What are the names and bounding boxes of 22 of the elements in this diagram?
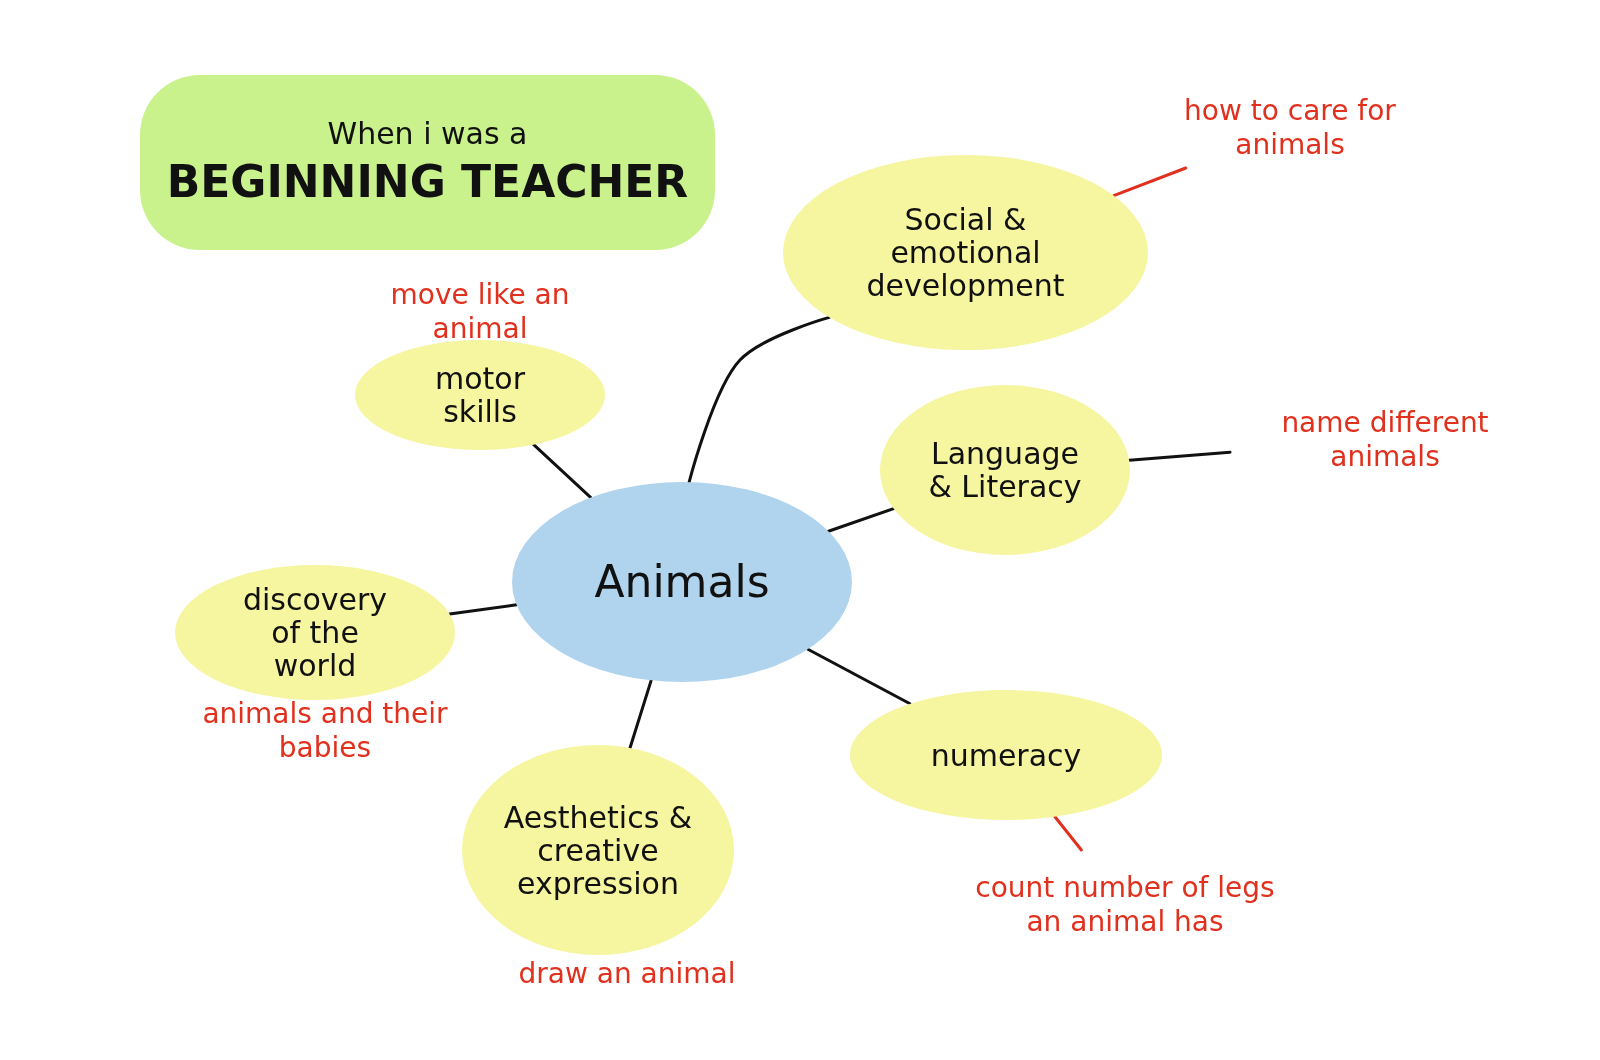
topic-label: Language & Literacy — [927, 437, 1083, 503]
note-text: count number of legs an animal has — [960, 850, 1290, 960]
connector-line — [826, 507, 896, 533]
connector-line — [1112, 166, 1188, 198]
topic-label: discovery of the world — [241, 583, 389, 682]
connector-line — [687, 315, 831, 484]
note-text: name different animals — [1230, 400, 1540, 480]
connector-line — [806, 647, 912, 706]
note-text: animals and their babies — [201, 697, 449, 765]
connector-line — [1053, 815, 1083, 852]
connector-line — [532, 443, 593, 500]
connector-line — [1127, 450, 1232, 462]
note-text: move like an animal — [389, 278, 571, 346]
topic-label: motor skills — [434, 362, 526, 428]
connector-line — [448, 603, 518, 616]
note-text: draw an animal — [517, 957, 737, 991]
note-text: how to care for animals — [1150, 88, 1430, 168]
topic-label: Social & emotional development — [865, 203, 1066, 302]
topic-label: numeracy — [930, 738, 1082, 772]
title-text: When i was a BEGINNING TEACHER — [166, 115, 689, 210]
topic-label: Aesthetics & creative expression — [502, 800, 694, 900]
topic-label: Animals — [594, 557, 770, 607]
